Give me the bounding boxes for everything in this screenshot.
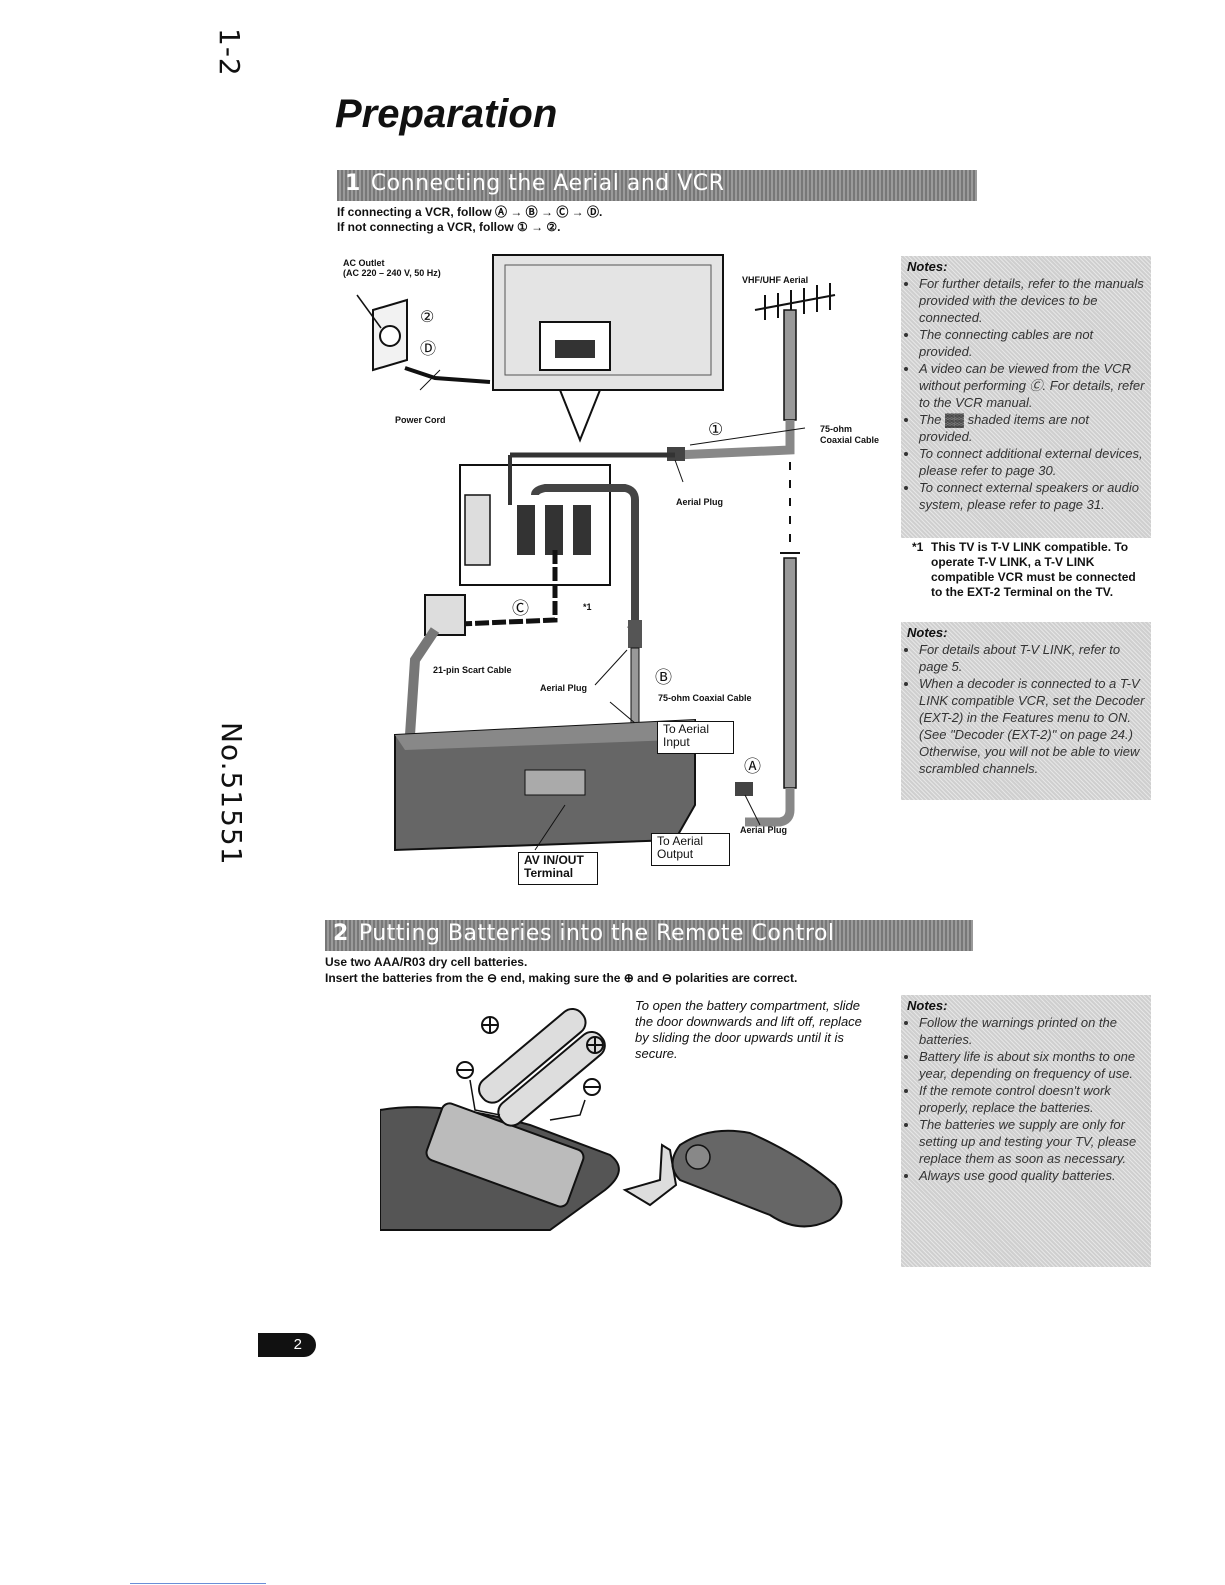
label-stepA: Ⓐ [744,757,761,776]
label-aerial: VHF/UHF Aerial [742,275,809,285]
section-1-number: 1 [345,171,361,196]
label-step2: ② [420,309,435,326]
slide-arrow [622,1143,678,1207]
page-title: Preparation [335,92,558,136]
section-1-line1: If connecting a VCR, follow Ⓐ → Ⓑ → Ⓒ → … [337,205,603,219]
notes-3-heading: Notes: [907,998,948,1013]
label-step1: ① [708,420,724,439]
page-number: 2 [258,1333,316,1357]
batteries [478,1007,606,1127]
connection-diagram [356,254,836,852]
power-cord [404,366,491,384]
notes-1-item: The connecting cables are not provided. [919,326,1145,360]
notes-box-2: Notes: For details about T-V LINK, refer… [901,622,1151,800]
label-coax-1: 75-ohm [820,424,853,434]
label-scart-cable: 21-pin Scart Cable [433,665,512,675]
label-coax-mid: 75-ohm Coaxial Cable [658,693,752,703]
label-power-cord: Power Cord [395,415,446,425]
notes-3-item: Follow the warnings printed on the batte… [919,1014,1145,1048]
label-ac-outlet: AC Outlet [343,258,385,268]
aerial-boom [754,294,836,311]
notes-2-item: When a decoder is connected to a T-V LIN… [919,675,1145,777]
section-1-line2: If not connecting a VCR, follow ① → ②. [337,220,561,234]
notes-1-item: For further details, refer to the manual… [919,275,1145,326]
section-1-header: 1 Connecting the Aerial and VCR [337,170,977,201]
section-2-line2: Insert the batteries from the ⊖ end, mak… [325,971,798,985]
label-aerial-plug-top: Aerial Plug [676,497,724,507]
section-2-number: 2 [333,921,349,946]
label-ac-spec: (AC 220 – 240 V, 50 Hz) [343,268,441,278]
section-2-line1: Use two AAA/R03 dry cell batteries. [325,955,528,969]
label-to-aerial-input: To Aerial Input [657,721,734,754]
label-stepD: Ⓓ [420,341,437,358]
tvlink-text: This TV is T-V LINK compatible. To opera… [931,540,1136,599]
tvlink-mark: *1 [912,540,924,554]
notes-box-1: Notes: For further details, refer to the… [901,256,1151,538]
bottom-rule [130,1583,266,1584]
aerial-plug-bottom [735,782,753,796]
notes-1-heading: Notes: [907,259,948,274]
label-aerial-plug-bottom: Aerial Plug [740,825,788,835]
aerial-mast-cable [783,309,797,421]
notes-3-item: Battery life is about six months to one … [919,1048,1145,1082]
battery-diagram [380,1007,843,1231]
section-1-heading: Connecting the Aerial and VCR [370,171,725,196]
label-to-aerial-output: To Aerial Output [651,833,730,866]
section-2-heading: Putting Batteries into the Remote Contro… [358,921,835,946]
notes-1-item: To connect external speakers or audio sy… [919,479,1145,513]
label-stepC: Ⓒ [512,599,529,618]
notes-2-heading: Notes: [907,625,948,640]
notes-3-item: If the remote control doesn't work prope… [919,1082,1145,1116]
label-asterisk: *1 [583,602,592,612]
notes-1-item: To connect additional external devices, … [919,445,1145,479]
battery-instruction: To open the battery compartment, slide t… [635,998,862,1061]
notes-1-item: The ▓▓ shaded items are not provided. [919,411,1145,445]
notes-3-item: Always use good quality batteries. [919,1167,1145,1184]
label-av-terminal: AV IN/OUT Terminal [518,852,598,885]
battery-door [671,1129,843,1228]
battery-compartment [425,1102,585,1208]
label-coax-2: Coaxial Cable [820,435,880,445]
page-ref: 1-2 [213,28,246,77]
label-aerial-plug-mid: Aerial Plug [540,683,588,693]
notes-2-item: For details about T-V LINK, refer to pag… [919,641,1145,675]
section-2-header: 2 Putting Batteries into the Remote Contr… [325,920,973,951]
notes-box-3: Notes: Follow the warnings printed on th… [901,995,1151,1267]
notes-3-item: The batteries we supply are only for set… [919,1116,1145,1167]
aerial-plug-mid [628,620,642,648]
label-stepB: Ⓑ [655,668,672,687]
document-number: No.51551 [215,722,248,866]
notes-1-item: A video can be viewed from the VCR witho… [919,360,1145,411]
